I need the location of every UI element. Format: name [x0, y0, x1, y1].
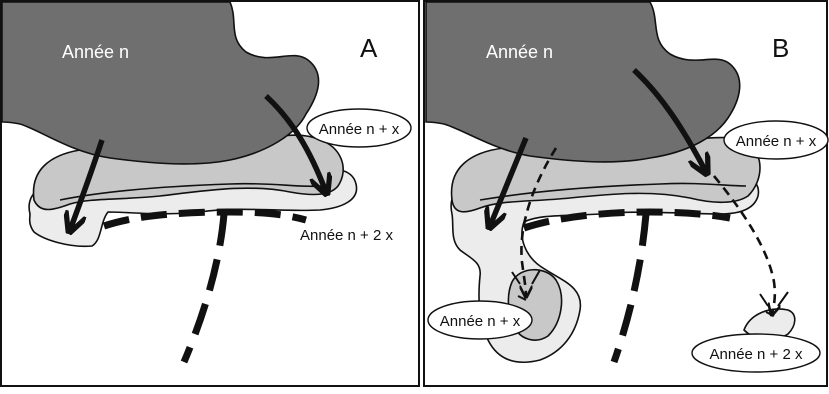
panel-a-label-year-n-x: Année n + x [319, 121, 400, 138]
panel-b-label-year-n-2x: Année n + 2 x [710, 346, 803, 363]
panel-b-label-year-n: Année n [486, 42, 553, 62]
panel-b-letter: B [772, 33, 789, 63]
panel-a: Année n A Année n + x Année n + 2 x [1, 1, 419, 386]
panel-a-letter: A [360, 33, 378, 63]
panel-a-label-year-n-2x: Année n + 2 x [300, 227, 393, 244]
panel-a-label-year-n: Année n [62, 42, 129, 62]
panel-b-label-year-n-x-bottom: Année n + x [440, 313, 521, 330]
panel-b-label-year-n-x-top: Année n + x [736, 133, 817, 150]
panel-b: Année n B Année n + x Année n + x Année … [424, 1, 828, 386]
